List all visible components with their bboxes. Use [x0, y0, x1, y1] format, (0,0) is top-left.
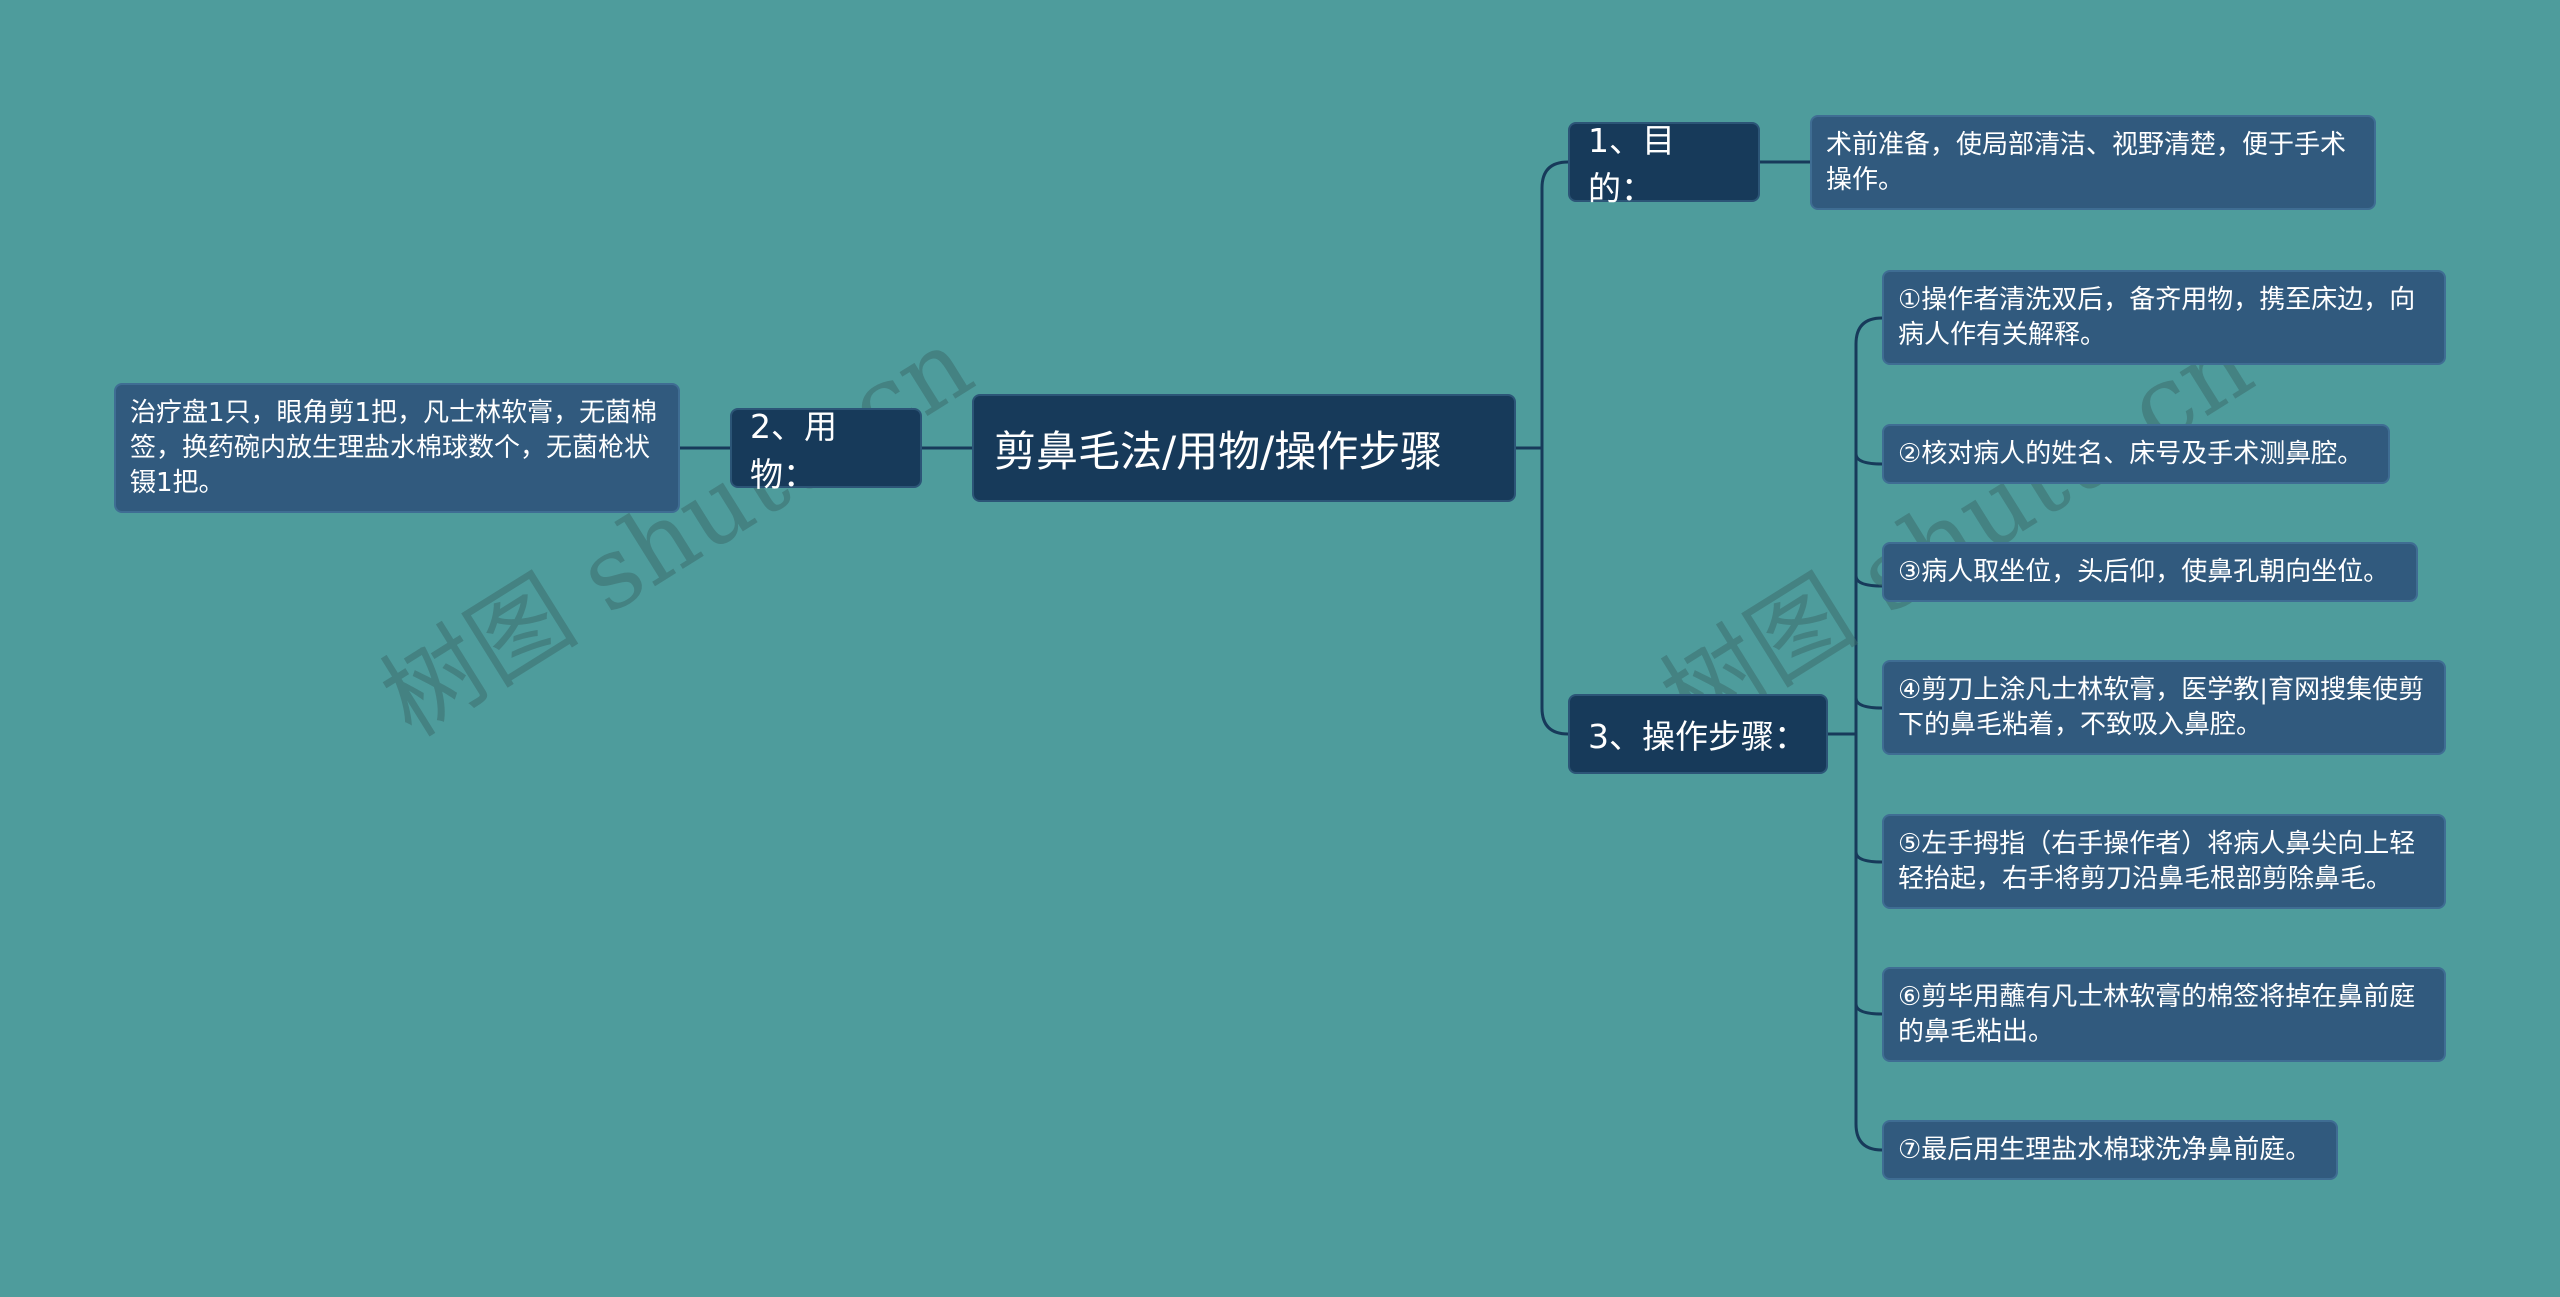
branch-purpose[interactable]: 1、目的：	[1568, 121, 1760, 208]
step-item[interactable]: ②核对病人的姓名、床号及手术测鼻腔。	[1882, 424, 2390, 484]
leaf-purpose[interactable]: 术前准备，使局部清洁、视野清楚，便于手术操作。	[1810, 115, 2376, 210]
step-item[interactable]: ①操作者清洗双后，备齐用物，携至床边，向病人作有关解释。	[1882, 270, 2446, 365]
step-item[interactable]: ⑤左手拇指（右手操作者）将病人鼻尖向上轻轻抬起，右手将剪刀沿鼻毛根部剪除鼻毛。	[1882, 814, 2446, 909]
step-item[interactable]: ③病人取坐位，头后仰，使鼻孔朝向坐位。	[1882, 542, 2418, 602]
root-node[interactable]: 剪鼻毛法/用物/操作步骤	[972, 394, 1516, 502]
leaf-supplies-text: 治疗盘1只，眼角剪1把，凡士林软膏，无菌棉签，换药碗内放生理盐水棉球数个，无菌枪…	[130, 397, 658, 498]
step-item[interactable]: ⑦最后用生理盐水棉球洗净鼻前庭。	[1882, 1120, 2338, 1180]
step-item[interactable]: ④剪刀上涂凡士林软膏，医学教|育网搜集使剪下的鼻毛粘着，不致吸入鼻腔。	[1882, 660, 2446, 755]
leaf-supplies[interactable]: 治疗盘1只，眼角剪1把，凡士林软膏，无菌棉签，换药碗内放生理盐水棉球数个，无菌枪…	[114, 383, 680, 513]
connector-steps-children	[1854, 316, 1883, 1152]
branch-supplies[interactable]: 2、用物：	[730, 407, 922, 494]
step-item[interactable]: ⑥剪毕用蘸有凡士林软膏的棉签将掉在鼻前庭的鼻毛粘出。	[1882, 967, 2446, 1062]
leaf-purpose-text: 术前准备，使局部清洁、视野清楚，便于手术操作。	[1826, 129, 2347, 195]
connector-trunk-right	[1540, 160, 1569, 736]
branch-steps[interactable]: 3、操作步骤：	[1568, 694, 1828, 774]
